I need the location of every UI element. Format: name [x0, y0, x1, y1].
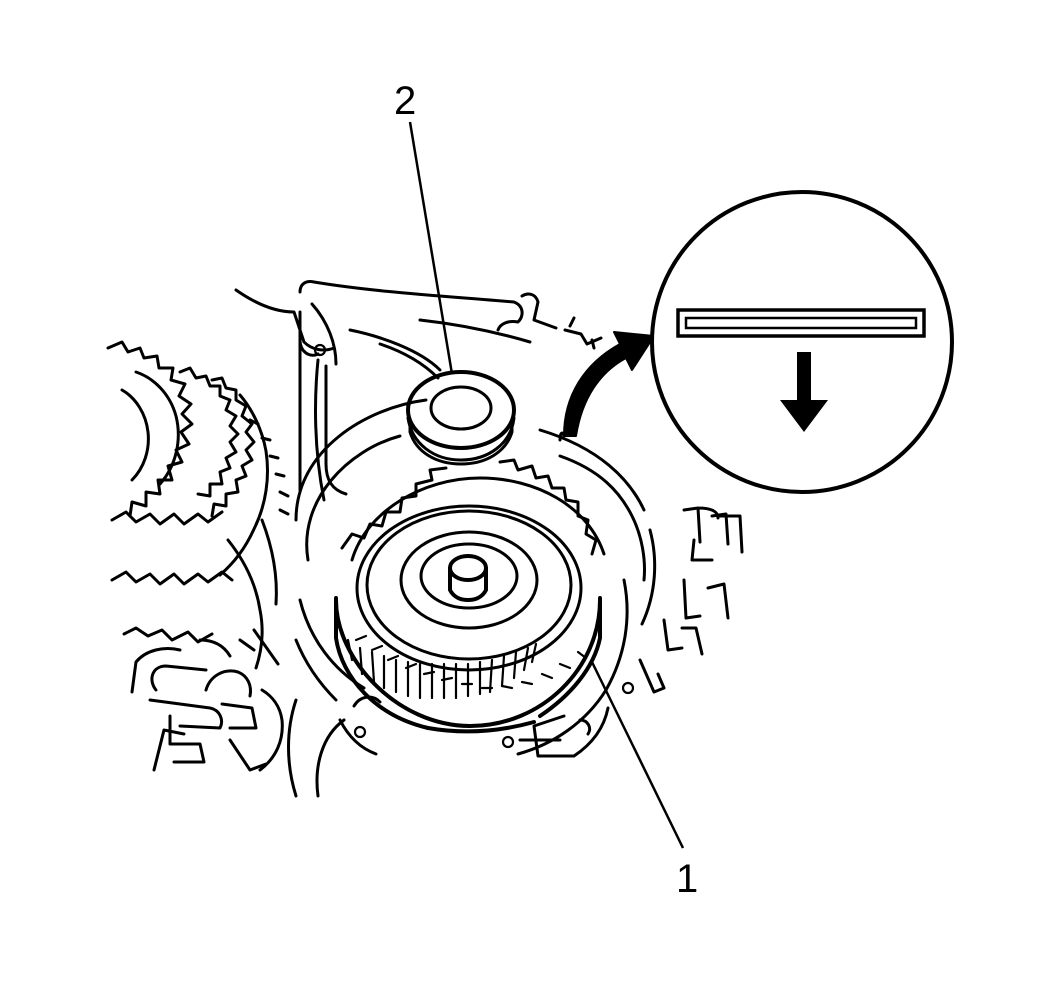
down-arrow-icon: [780, 352, 828, 432]
gear-assembly: [334, 458, 606, 734]
leader-line-2: [408, 121, 454, 375]
lower-left-linkage: [130, 628, 298, 798]
left-gear-cluster: [106, 340, 290, 670]
thrust-washer: [406, 370, 516, 466]
magnified-detail-view: [650, 190, 954, 494]
leader-line-1: [590, 661, 685, 849]
callout-2: 2: [394, 79, 416, 123]
spline-teeth: [346, 634, 588, 700]
callout-1: 1: [676, 857, 698, 901]
curved-arrow-icon: [558, 331, 655, 442]
